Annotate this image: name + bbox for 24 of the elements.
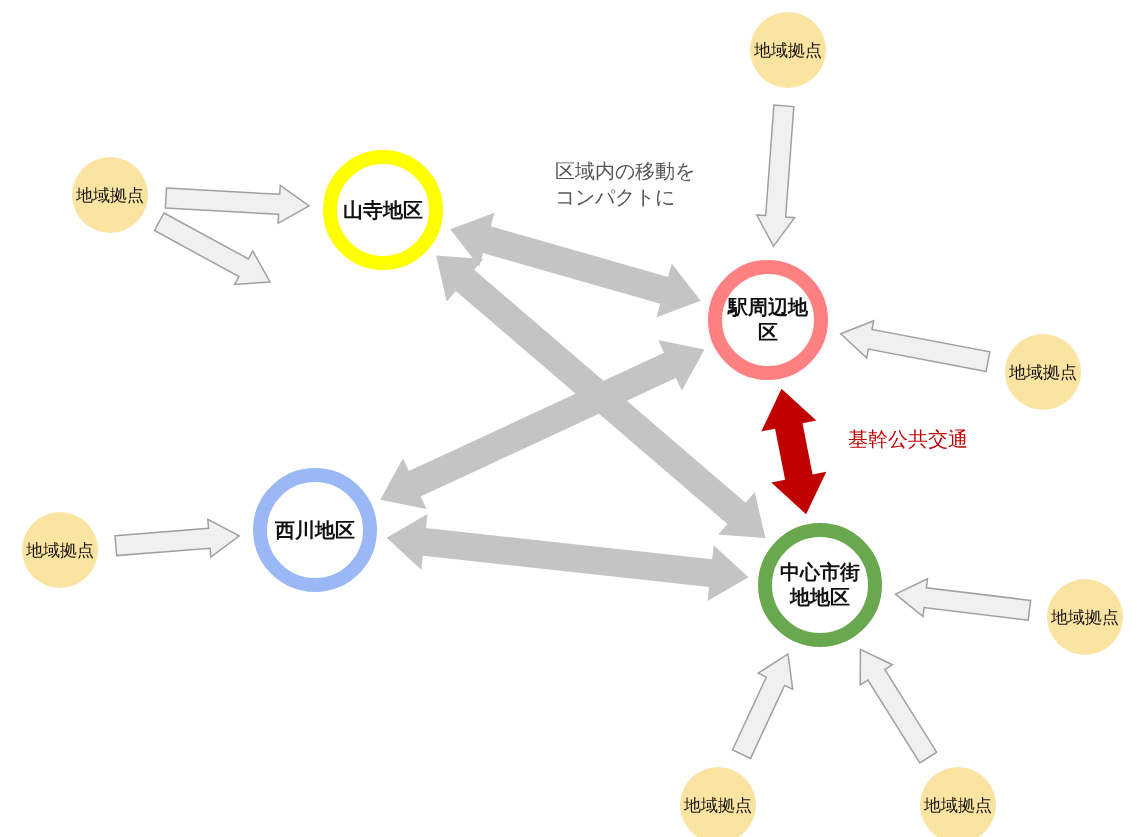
block-arrow (755, 104, 796, 248)
hub-circle: 地域拠点 (920, 767, 996, 837)
block-arrow (114, 518, 241, 559)
block-arrow (450, 212, 701, 318)
hub-circle: 地域拠点 (750, 12, 826, 88)
district-ring: 西川地区 (253, 468, 377, 592)
block-arrow (894, 577, 1032, 622)
hub-circle: 地域拠点 (72, 157, 148, 233)
district-ring: 山寺地区 (323, 150, 443, 270)
block-arrow (153, 212, 272, 286)
hub-circle: 地域拠点 (1005, 334, 1081, 410)
block-arrow (386, 514, 749, 601)
block-arrow (839, 319, 991, 373)
block-arrow (731, 652, 794, 760)
hub-circle: 地域拠点 (1047, 579, 1123, 655)
hub-circle: 地域拠点 (22, 512, 98, 588)
district-ring: 駅周辺地区 (708, 260, 828, 380)
block-arrow (164, 183, 311, 225)
district-ring: 中心市街地地区 (758, 523, 882, 647)
block-arrow (436, 255, 766, 539)
block-arrow (761, 388, 827, 515)
hub-circle: 地域拠点 (680, 767, 756, 837)
block-arrow (380, 340, 705, 510)
block-arrow (859, 648, 938, 764)
